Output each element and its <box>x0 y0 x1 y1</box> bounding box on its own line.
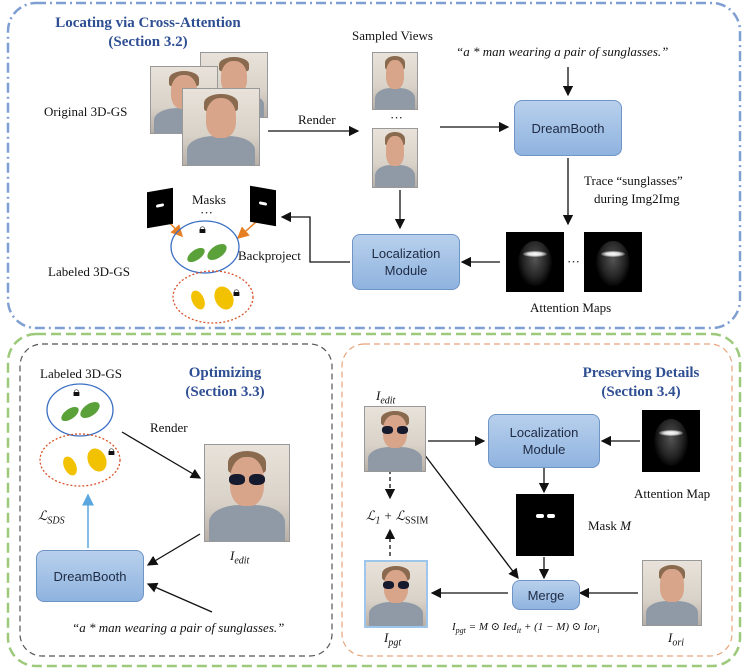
masks-label: Masks <box>192 192 226 207</box>
loss-label: ℒ1 + ℒSSIM <box>366 508 429 527</box>
ipgt-label: Ipgt <box>384 630 402 649</box>
merge-label: Merge <box>527 587 565 603</box>
lock-icon: 🔒︎ <box>233 284 240 299</box>
preserving-iedit-label: Iedit <box>376 388 396 407</box>
sampled-ellipsis: ··· <box>390 110 403 125</box>
dreambooth-optimizing: DreamBooth <box>36 550 144 602</box>
mask-left <box>147 187 173 229</box>
sampled-view-1 <box>372 52 418 110</box>
original-view-front <box>182 88 260 166</box>
attention-ellipsis: ··· <box>567 254 580 269</box>
lock-icon: 🔒︎ <box>199 221 206 236</box>
trace-label: Trace “sunglasses” during Img2Img <box>584 172 683 208</box>
optimizing-frame <box>19 343 333 657</box>
optimizing-render-label: Render <box>150 420 188 435</box>
localization-top-line2: Module <box>384 263 428 278</box>
top-title-line2: (Section 3.2) <box>108 34 188 50</box>
optimizing-prompt: “a * man wearing a pair of sunglasses.” <box>72 620 285 635</box>
trace-line1: Trace “sunglasses” <box>584 173 683 188</box>
localization-pres-line2: Module <box>522 442 566 457</box>
attention-map-label: Attention Map <box>634 486 711 501</box>
mask-right <box>250 185 276 227</box>
optimizing-title-line1: Optimizing <box>188 365 262 381</box>
render-label: Render <box>298 112 336 127</box>
ipgt-image <box>364 560 428 628</box>
sampled-views-label: Sampled Views <box>352 28 433 43</box>
mask-m-image <box>516 494 574 556</box>
dreambooth-top: DreamBooth <box>514 100 622 156</box>
iori-label: Iori <box>668 630 685 649</box>
masks-ellipsis: ··· <box>200 205 213 220</box>
preserving-frame <box>341 343 733 657</box>
preserving-title-line1: Preserving Details <box>582 365 700 381</box>
bottom-frame <box>6 332 742 668</box>
optimizing-edit-image <box>204 444 290 542</box>
optimizing-iedit-label: Iedit <box>230 548 250 567</box>
lock-icon: 🔒︎ <box>73 384 80 399</box>
labeled-3dgs-label-top: Labeled 3D-GS <box>48 264 130 279</box>
top-prompt: “a * man wearing a pair of sunglasses.” <box>456 44 669 59</box>
merge-box: Merge <box>512 580 580 610</box>
mask-m-label: Mask M <box>588 518 631 533</box>
merge-equation: Ipgt = M ⊙ Iedit + (1 − M) ⊙ Iori <box>452 621 600 636</box>
top-title-line1: Locating via Cross-Attention <box>55 15 241 31</box>
original-label: Original 3D-GS <box>44 104 128 119</box>
localization-top-line1: Localization <box>371 246 441 261</box>
optimizing-title: Optimizing (Section 3.3) <box>150 364 300 402</box>
attention-maps-label: Attention Maps <box>530 300 612 315</box>
trace-line2: during Img2Img <box>594 191 680 206</box>
lock-icon: 🔒︎ <box>108 443 115 458</box>
lsds-label: ℒSDS <box>38 508 65 527</box>
iori-image <box>642 560 702 626</box>
sampled-view-2 <box>372 128 418 188</box>
dreambooth-opt-label: DreamBooth <box>53 568 127 584</box>
top-frame <box>6 1 742 330</box>
localization-pres-line1: Localization <box>509 425 579 440</box>
attention-map-2 <box>584 232 642 292</box>
optimizing-title-line2: (Section 3.3) <box>185 384 265 400</box>
labeled-3dgs-label-opt: Labeled 3D-GS <box>40 366 122 381</box>
attention-map-1 <box>506 232 564 292</box>
preserving-edit-image <box>364 406 426 472</box>
preserving-title-line2: (Section 3.4) <box>601 384 681 400</box>
backproject-label: Backproject <box>238 248 301 263</box>
preserving-attention-map <box>642 410 700 472</box>
dreambooth-top-label: DreamBooth <box>531 120 605 136</box>
preserving-title: Preserving Details (Section 3.4) <box>556 364 726 402</box>
top-title: Locating via Cross-Attention (Section 3.… <box>38 14 258 52</box>
